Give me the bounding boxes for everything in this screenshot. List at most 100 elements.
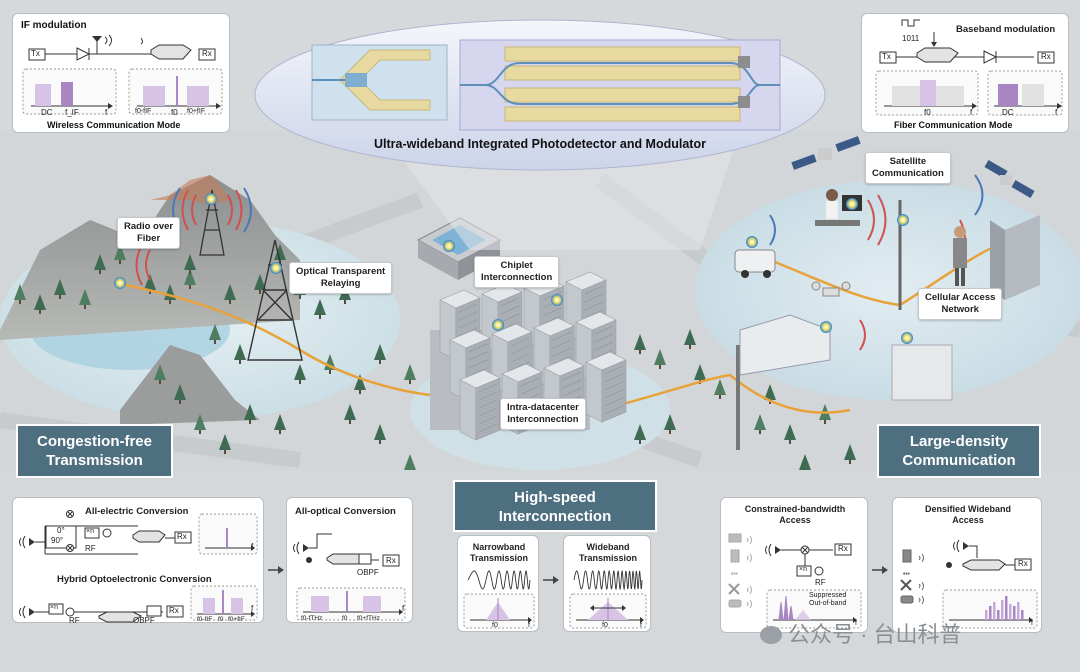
deg0-label: 0°: [57, 526, 65, 535]
suppressed-label: Suppressed Out-of-band: [809, 592, 846, 608]
rx-label: Rx: [386, 556, 396, 565]
baseband-title: Baseband modulation: [956, 24, 1056, 35]
svg-text:...: ...: [731, 567, 738, 576]
densified-title: Densified Wideband Access: [893, 504, 1043, 526]
f-axis-label: f: [251, 542, 254, 551]
exhibition-hall: [739, 314, 831, 376]
obpf-label: OBPF: [133, 616, 155, 625]
f-axis-label: f: [970, 108, 973, 117]
constrained-title: Constrained-bandwidth Access: [721, 504, 869, 526]
f-axis-label: f: [640, 622, 642, 629]
title-line: Narrowband: [472, 542, 526, 552]
all-electric-title: All-electric Conversion: [85, 506, 189, 517]
photodetector-chip: [311, 44, 448, 121]
title-line: Transmission: [578, 553, 638, 563]
title-line: Access: [779, 515, 811, 525]
f0-plus-label: f0+fTHz: [357, 615, 380, 622]
van: [734, 249, 776, 278]
wireless-caption: Wireless Communication Mode: [47, 120, 181, 130]
f-axis-label-2: f: [1055, 108, 1058, 117]
satellite-right: [984, 160, 1035, 198]
tag-line: Interconnection: [507, 414, 579, 425]
conversion-box: All-electric Conversion 0° 90° ×n RF Rx …: [12, 497, 264, 625]
bits-label: 1011: [902, 34, 920, 43]
title-line: Constrained-bandwidth: [744, 504, 846, 514]
tag-chiplet: Chiplet Interconnection: [474, 256, 560, 288]
tag-radio-over-fiber: Radio over Fiber: [117, 217, 181, 249]
drone: [811, 281, 851, 297]
banner-congestion-free: Congestion-free Transmission: [16, 424, 173, 478]
obpf-label: OBPF: [357, 568, 379, 577]
wideband-title: Wideband Transmission: [564, 542, 652, 564]
hybrid-title: Hybrid Optoelectronic Conversion: [57, 574, 212, 585]
tag-line: Optical Transparent: [296, 266, 386, 277]
f-axis-label: f: [1031, 620, 1033, 627]
tag-line: Satellite: [889, 156, 927, 167]
banner-large-density: Large-density Communication: [877, 424, 1041, 478]
wireless-circuit: [22, 34, 223, 115]
tx-label: Tx: [882, 52, 891, 61]
all-optical-box: All-optical Conversion Rx OBPF f0-fTHz f…: [286, 497, 413, 623]
rf-label: RF: [815, 578, 826, 587]
dc-label: DC: [41, 108, 53, 117]
label-line: Suppressed: [809, 592, 847, 599]
fiber-link-right: [599, 373, 851, 414]
conversion-circuits: [19, 510, 258, 623]
f0-label: f0: [602, 622, 608, 629]
wireless-mode-box: IF modulation Tx Rx DC f_IF f f0-fIF f0: [12, 13, 230, 133]
rx-label: Rx: [202, 49, 212, 58]
fiber-caption: Fiber Communication Mode: [894, 120, 1013, 130]
f0-plus-label: f0+fIF: [228, 616, 245, 623]
f0-label: f0: [924, 108, 931, 117]
tag-line: Radio over: [124, 221, 174, 232]
title-line: Wideband: [586, 542, 630, 552]
f0-plus-label: f0+fIF: [187, 108, 206, 115]
f0-label: f0: [492, 622, 498, 629]
all-optical-title: All-optical Conversion: [295, 506, 396, 517]
f-axis-label: f: [855, 620, 857, 627]
banner-high-speed: High-speed Interconnection: [453, 480, 657, 532]
tower-radio: [199, 189, 225, 256]
rx-label-2: Rx: [169, 606, 179, 615]
label-line: Out-of-band: [809, 600, 847, 607]
tag-satellite: Satellite Communication: [865, 152, 951, 184]
title-line: Transmission: [469, 553, 529, 563]
apartment: [891, 344, 953, 401]
rf-label: RF: [85, 544, 96, 553]
banner-line: Communication: [902, 452, 1016, 469]
fif-label: f_IF: [65, 108, 79, 117]
tag-line: Intra-datacenter: [507, 402, 579, 413]
tag-line: Relaying: [320, 278, 361, 289]
rx-label: Rx: [1018, 559, 1028, 568]
wideband-box: Wideband Transmission f0 f: [563, 535, 651, 632]
watermark-text: 公众号 · 台山科普: [788, 622, 962, 647]
banner-line: Transmission: [46, 452, 143, 469]
banner-line: Interconnection: [498, 508, 612, 525]
tag-line: Fiber: [136, 233, 161, 244]
narrowband-title: Narrowband Transmission: [458, 542, 540, 564]
wideband-plot: [569, 569, 647, 629]
title-line: Densified Wideband: [925, 504, 1011, 514]
tag-line: Interconnection: [481, 272, 553, 283]
modulator-chip: [459, 39, 781, 131]
banner-line: High-speed: [514, 489, 596, 506]
f0-minus-label: f0-fIF: [135, 108, 152, 115]
tag-intra-datacenter: Intra-datacenter Interconnection: [500, 398, 586, 430]
tag-optical-relaying: Optical Transparent Relaying: [289, 262, 393, 294]
f0-minus-label: f0-fTHz: [301, 615, 323, 622]
narrowband-plot: [463, 570, 535, 629]
banner-line: Large-density: [909, 433, 1009, 450]
office-building: [990, 215, 1040, 300]
f0-label: f0: [171, 108, 178, 117]
title-line: Access: [952, 515, 984, 525]
fiber-mode-box: Baseband modulation 1011 Tx Rx f0 f DC f…: [861, 13, 1069, 133]
tag-line: Communication: [872, 168, 944, 179]
constrained-box: Constrained-bandwidth Access ...: [720, 497, 868, 633]
rx-label: Rx: [177, 532, 187, 541]
rx-label: Rx: [1041, 52, 1051, 61]
tag-cellular: Cellular Access Network: [918, 288, 1003, 320]
radio-waves: [135, 189, 243, 286]
banner-line: Congestion-free: [36, 433, 152, 450]
arrow-right-icon: [543, 576, 559, 584]
